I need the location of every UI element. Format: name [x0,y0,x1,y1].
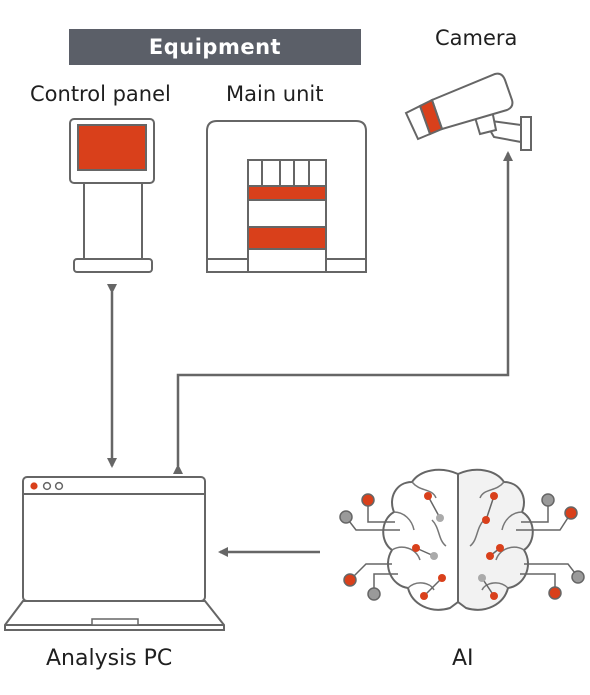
control-panel-icon [69,118,155,273]
main-unit-label: Main unit [226,82,324,106]
analysis-pc-icon [4,476,225,631]
equipment-banner: Equipment [69,29,361,65]
arrow-analysis-pc-to-camera [173,151,513,474]
main-unit-icon [206,120,367,273]
control-panel-label: Control panel [30,82,171,106]
analysis-pc-label: Analysis PC [46,646,173,671]
equipment-banner-label: Equipment [148,35,282,59]
camera-icon [404,72,532,151]
camera-label: Camera [435,26,518,50]
ai-label: AI [452,646,474,671]
ai-brain-icon [339,468,585,611]
